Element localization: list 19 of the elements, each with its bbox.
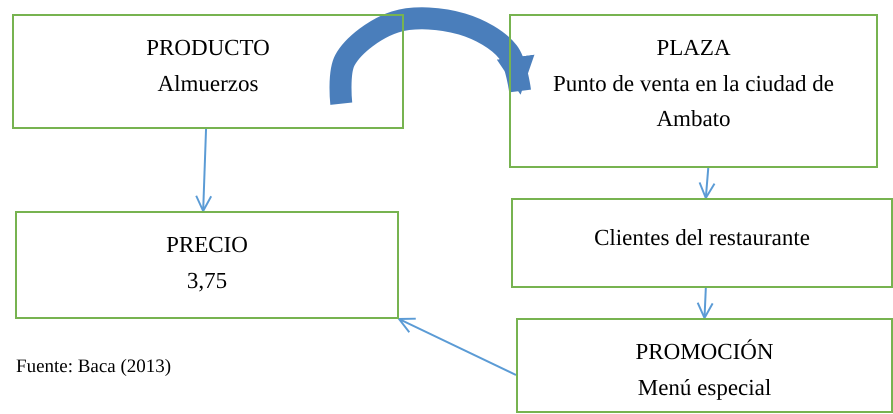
process-box bbox=[509, 14, 878, 168]
box-heading: PRECIO bbox=[166, 231, 248, 259]
process-box bbox=[511, 198, 893, 288]
arrow bbox=[398, 318, 516, 376]
box-heading: PROMOCIÓN bbox=[635, 338, 774, 366]
box-text: Almuerzos bbox=[158, 70, 258, 98]
box-text: Menú especial bbox=[638, 374, 772, 402]
box-heading: PRODUCTO bbox=[146, 34, 270, 62]
process-box bbox=[15, 211, 399, 319]
arrow bbox=[195, 128, 212, 212]
process-box bbox=[516, 318, 893, 413]
box-text: 3,75 bbox=[186, 266, 228, 295]
process-box bbox=[12, 14, 404, 129]
box-text: Clientes del restaurante bbox=[594, 224, 810, 252]
box-heading: PLAZA bbox=[656, 34, 731, 62]
arrow bbox=[698, 168, 716, 199]
box-text: Punto de venta en la ciudad de Ambato bbox=[552, 70, 836, 134]
source-note: Fuente: Baca (2013) bbox=[16, 356, 172, 378]
arrow bbox=[696, 288, 714, 319]
